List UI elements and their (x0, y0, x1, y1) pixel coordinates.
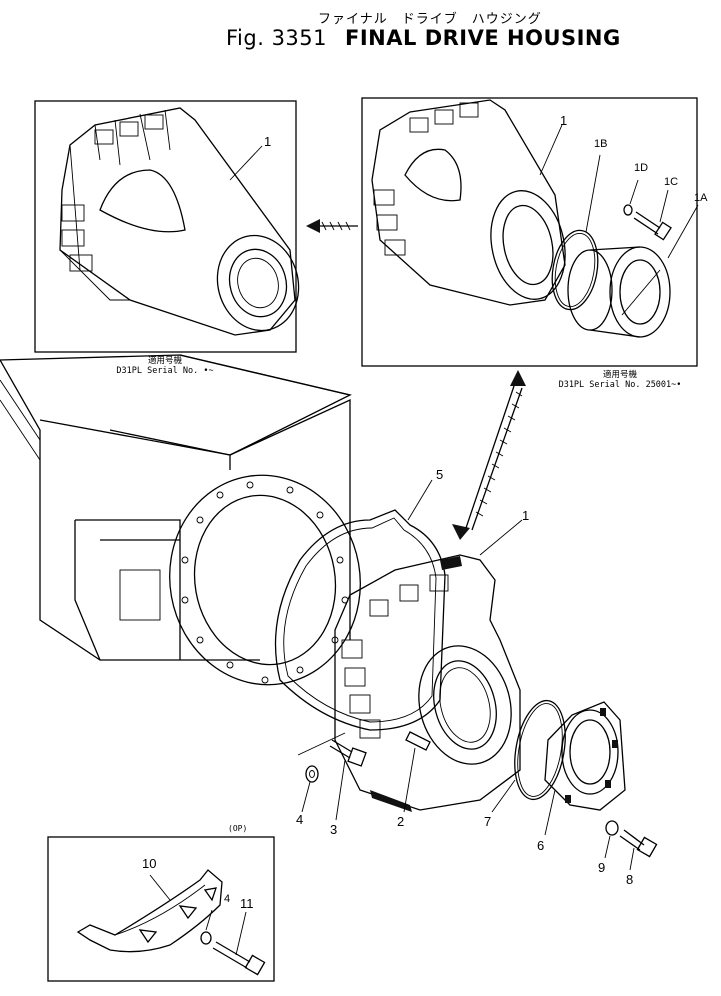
callout-right-1A: 1A (694, 192, 708, 204)
left-inset (34, 100, 300, 353)
left-inset-frame (34, 100, 297, 353)
leader-main-9 (604, 835, 611, 859)
tractor-frame (0, 354, 361, 686)
callout-right-1C: 1C (664, 176, 679, 188)
washer-1D (623, 204, 633, 216)
callout-right-1B: 1B (594, 138, 608, 150)
leader-left-1 (229, 145, 263, 181)
figure-number: Fig. 3351 (226, 26, 328, 50)
right-housing-drawing (371, 99, 566, 306)
callout-right-1D: 1D (634, 162, 649, 174)
transfer-arrow (306, 219, 358, 233)
option-inset (47, 836, 275, 982)
reference-arrow (452, 370, 526, 540)
leader-op-4 (205, 909, 213, 931)
callout-main-9: 9 (598, 860, 606, 875)
o-ring-1B (551, 229, 599, 311)
leader-main-1 (479, 519, 523, 556)
guard-10 (76, 869, 223, 953)
callout-right-1: 1 (560, 113, 568, 128)
left-housing-drawing (59, 107, 300, 336)
cover-1A (567, 246, 671, 338)
option-label: (OP) (228, 824, 248, 833)
callout-main-6: 6 (537, 838, 545, 853)
leader-op-10 (149, 874, 171, 901)
leader-main-6 (544, 789, 556, 836)
callout-left-1: 1 (264, 134, 272, 149)
callout-op-4: 4 (224, 893, 231, 905)
dowel-pin-2 (403, 731, 431, 813)
washer-4 (301, 765, 319, 813)
callout-op-11: 11 (240, 896, 254, 911)
leader-main-5 (407, 479, 433, 521)
bolt-3 (329, 739, 367, 821)
final-drive-housing-1 (334, 554, 521, 812)
right-inset (361, 97, 699, 367)
callout-main-5: 5 (436, 467, 444, 482)
right-serial: 適用号機 D31PL Serial No. 25001~• (558, 370, 682, 390)
o-ring-7 (514, 699, 566, 801)
title-english: FINAL DRIVE HOUSING (345, 26, 621, 50)
leader-right-1B (585, 154, 601, 233)
callout-main-7: 7 (484, 814, 492, 829)
callout-main-2: 2 (397, 814, 405, 829)
callout-main-3: 3 (330, 822, 338, 837)
washer-op-4 (200, 931, 212, 945)
bolt-8 (619, 829, 658, 871)
leader-right-1D (629, 179, 639, 205)
leader-gasket-common (297, 732, 346, 756)
option-inset-frame (47, 836, 275, 982)
callout-main-1: 1 (522, 508, 530, 523)
washer-9 (605, 820, 619, 836)
callout-main-8: 8 (626, 872, 634, 887)
bolt-1C (633, 211, 672, 241)
left-serial: 適用号機 D31PL Serial No. •~ (116, 356, 214, 376)
leader-right-1A (667, 204, 699, 259)
callout-op-10: 10 (142, 856, 157, 871)
title-japanese: ファイナル ドライブ ハウジング (318, 12, 542, 27)
leader-right-1C (659, 189, 669, 223)
leader-right-1 (539, 124, 563, 176)
callout-main-4: 4 (296, 812, 304, 827)
cover-6 (544, 701, 626, 811)
bolt-11 (212, 911, 266, 976)
leader-main-7 (491, 779, 516, 813)
right-inset-frame (361, 97, 698, 367)
gasket-5 (274, 509, 446, 731)
page-title: Fig. 3351 FINAL DRIVE HOUSING (226, 26, 621, 50)
